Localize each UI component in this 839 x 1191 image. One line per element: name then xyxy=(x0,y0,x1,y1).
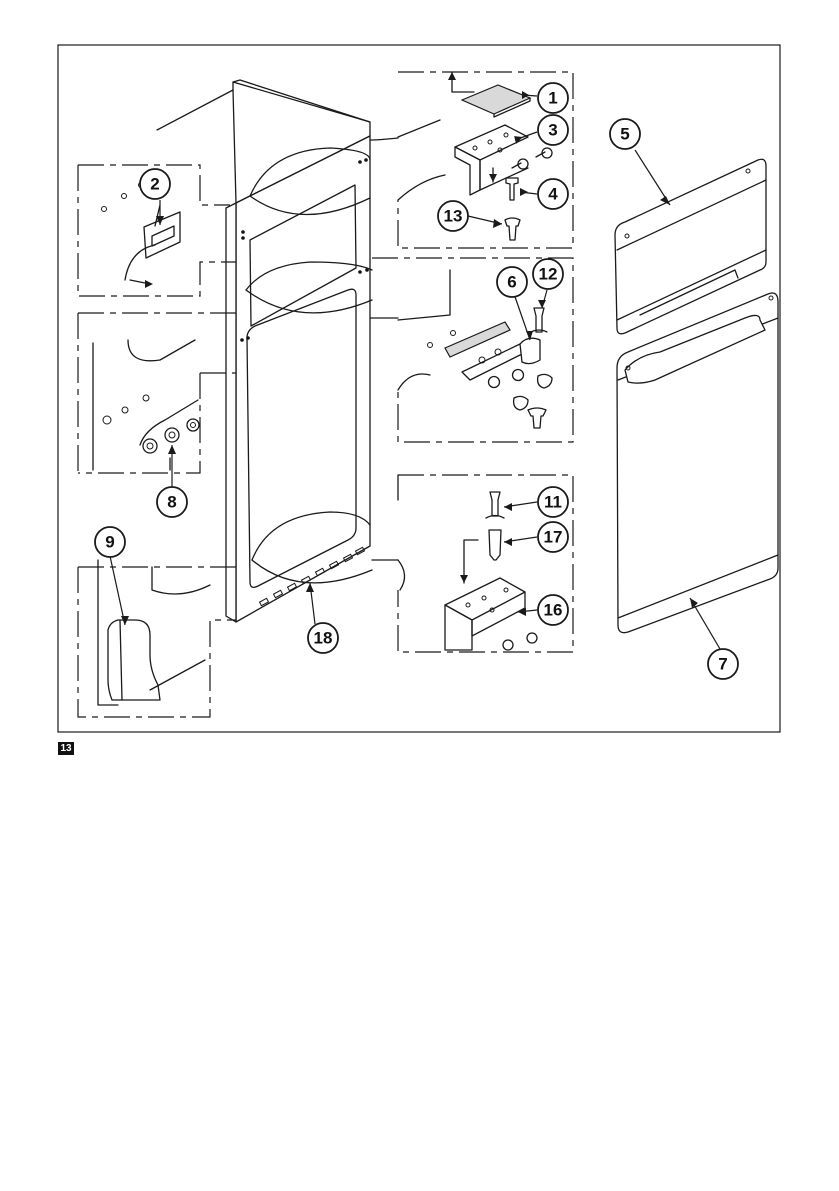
callout-9: 9 xyxy=(95,527,125,557)
callout-1: 1 xyxy=(538,83,568,113)
callout-11: 11 xyxy=(538,487,568,517)
fridge-door xyxy=(617,293,778,633)
callout-8: 8 xyxy=(157,487,187,517)
callout-2: 2 xyxy=(140,169,170,199)
svg-text:12: 12 xyxy=(539,265,558,284)
detail-box-left-mid xyxy=(78,313,236,473)
svg-text:17: 17 xyxy=(544,528,563,547)
cabinet-body xyxy=(157,80,372,622)
svg-text:4: 4 xyxy=(548,185,558,204)
svg-text:16: 16 xyxy=(544,601,563,620)
callout-13: 13 xyxy=(438,201,468,231)
callout-3: 3 xyxy=(538,115,568,145)
arrowheads xyxy=(121,72,698,625)
callout-4: 4 xyxy=(538,179,568,209)
svg-text:3: 3 xyxy=(548,121,557,140)
svg-text:1: 1 xyxy=(548,89,557,108)
svg-text:2: 2 xyxy=(150,175,159,194)
figure-number-badge: 13 xyxy=(58,742,74,755)
svg-text:8: 8 xyxy=(167,493,176,512)
svg-text:13: 13 xyxy=(444,207,463,226)
detail-box-left-bottom xyxy=(78,560,236,717)
callout-18: 18 xyxy=(308,623,338,653)
svg-text:18: 18 xyxy=(314,629,333,648)
callout-16: 16 xyxy=(538,595,568,625)
svg-text:5: 5 xyxy=(620,125,629,144)
svg-text:7: 7 xyxy=(718,655,727,674)
callout-17: 17 xyxy=(538,522,568,552)
svg-text:11: 11 xyxy=(544,493,562,512)
callout-12: 12 xyxy=(533,259,563,289)
callout-6: 6 xyxy=(497,267,527,297)
callout-7: 7 xyxy=(708,649,738,679)
svg-text:9: 9 xyxy=(105,533,114,552)
svg-text:6: 6 xyxy=(507,273,516,292)
callout-5: 5 xyxy=(610,119,640,149)
